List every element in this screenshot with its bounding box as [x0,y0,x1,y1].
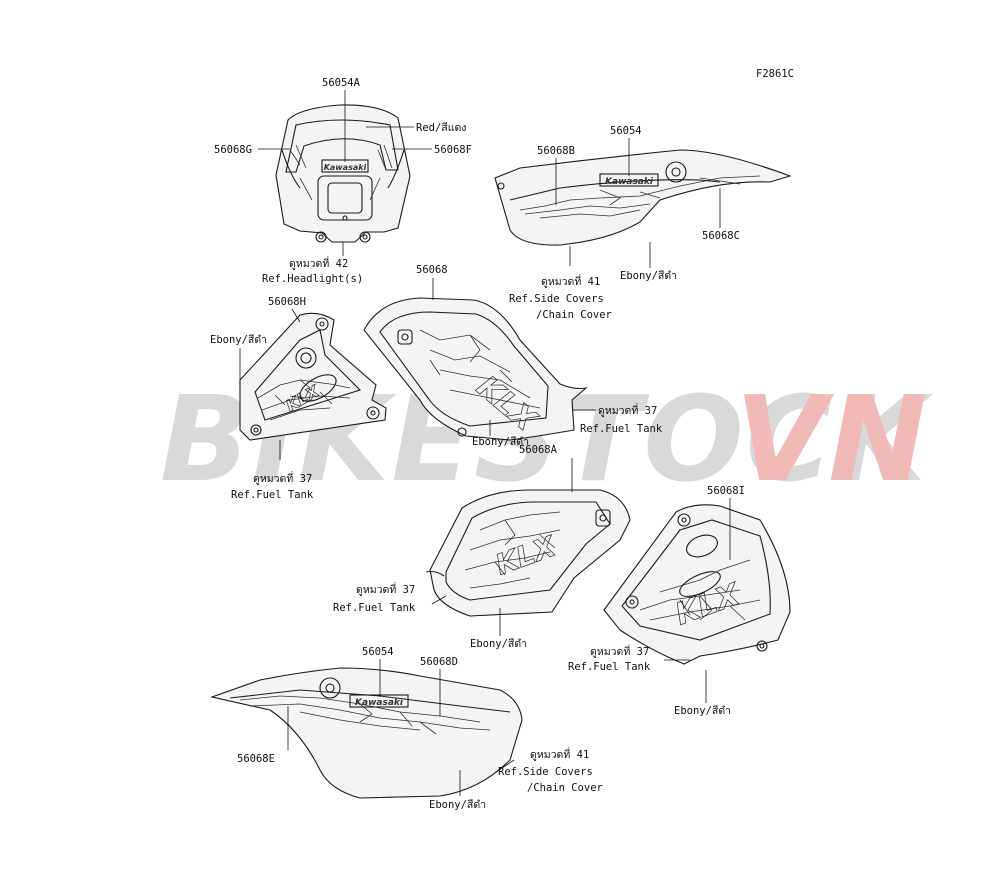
kawasaki-logo-side-right: Kawasaki [605,177,654,187]
label-56068F: 56068F [434,144,472,156]
label-56068B: 56068B [537,145,575,157]
shroud-right-part[interactable]: KLX [603,504,791,665]
side-cover-right-part[interactable]: Kawasaki [494,149,792,246]
label-ebony-center: Ebony/สีดำ [472,435,529,448]
label-ref-headlight: Ref.Headlight(s) [262,273,363,285]
kawasaki-logo-headlight: Kawasaki [324,163,367,172]
figure-code: F2861C [756,68,794,80]
label-ref-fuel-right: Ref.Fuel Tank [568,661,651,673]
label-56068C: 56068C [702,230,740,242]
leader-fuel-mid [431,595,447,605]
label-ebony-bottom: Ebony/สีดำ [429,798,486,811]
label-group41-bottom: ดูหมวดที่ 41 [530,747,589,761]
label-56068: 56068 [416,264,448,276]
label-group37-left: ดูหมวดที่ 37 [253,471,312,485]
label-ebony-sidetop: Ebony/สีดำ [620,269,677,282]
shroud-center-part[interactable]: KLX [363,297,588,441]
label-56068I: 56068I [707,485,745,497]
label-56054-top: 56054 [610,125,642,137]
label-ref-side-bottom: Ref.Side Covers [498,766,593,778]
label-group37-center: ดูหมวดที่ 37 [598,403,657,417]
label-ref-fuel-left: Ref.Fuel Tank [231,489,314,501]
leader-56068H [291,308,301,323]
label-red: Red/สีแดง [416,121,466,134]
shroud-left-part[interactable]: KLX [239,312,387,441]
label-56068E: 56068E [237,753,275,765]
label-ebony-left: Ebony/สีดำ [210,333,267,346]
side-cover-left-part[interactable]: Kawasaki [210,667,523,799]
label-ref-fuel-mid: Ref.Fuel Tank [333,602,416,614]
label-chain-top: /Chain Cover [536,309,612,321]
label-ref-fuel-center: Ref.Fuel Tank [580,423,663,435]
leader-side-ref-bottom [495,759,515,773]
label-56068H: 56068H [268,296,306,308]
label-chain-bottom: /Chain Cover [527,782,603,794]
label-56068A: 56068A [519,444,558,456]
label-ebony-mid: Ebony/สีดำ [470,637,527,650]
label-56068D: 56068D [420,656,458,668]
watermark-text-accent: VN [735,370,929,508]
label-group41-top: ดูหมวดที่ 41 [541,274,600,288]
label-56068G: 56068G [214,144,252,156]
label-ebony-right: Ebony/สีดำ [674,704,731,717]
label-group37-mid: ดูหมวดที่ 37 [356,582,415,596]
label-56054A: 56054A [322,77,361,89]
headlight-cover-part[interactable]: Kawasaki [275,104,411,243]
shroud-middle-part[interactable]: KLX [425,489,631,617]
label-ref-side-top: Ref.Side Covers [509,293,604,305]
label-group42: ดูหมวดที่ 42 [289,256,348,270]
label-56054-bottom: 56054 [362,646,394,658]
label-group37-right: ดูหมวดที่ 37 [590,644,649,658]
kawasaki-logo-side-left: Kawasaki [355,698,404,708]
